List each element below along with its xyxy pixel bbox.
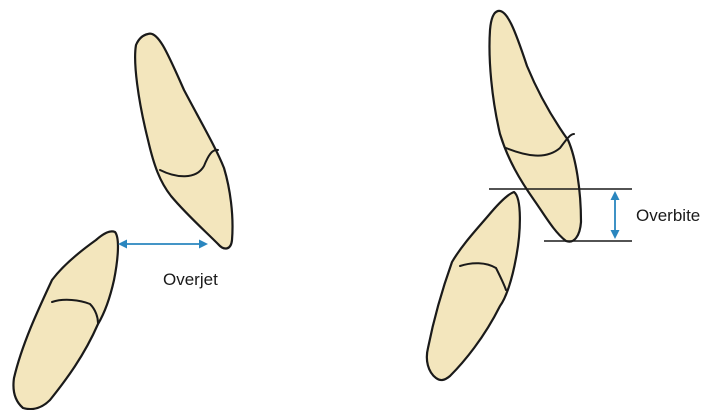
lower-incisor-left [13, 231, 117, 409]
overbite-label: Overbite [636, 206, 700, 225]
lower-incisor-right [427, 192, 520, 380]
overbite-arrowhead-top [611, 191, 620, 200]
overjet-measurement: Overjet [118, 240, 218, 290]
overjet-label: Overjet [163, 270, 218, 289]
overbite-measurement: Overbite [611, 191, 701, 239]
overjet-panel: Overjet [13, 34, 232, 409]
overjet-arrowhead-left [118, 240, 127, 249]
overjet-arrowhead-right [199, 240, 208, 249]
overbite-arrowhead-bottom [611, 230, 620, 239]
upper-incisor-left [135, 34, 232, 249]
overbite-panel: Overbite [427, 11, 700, 380]
